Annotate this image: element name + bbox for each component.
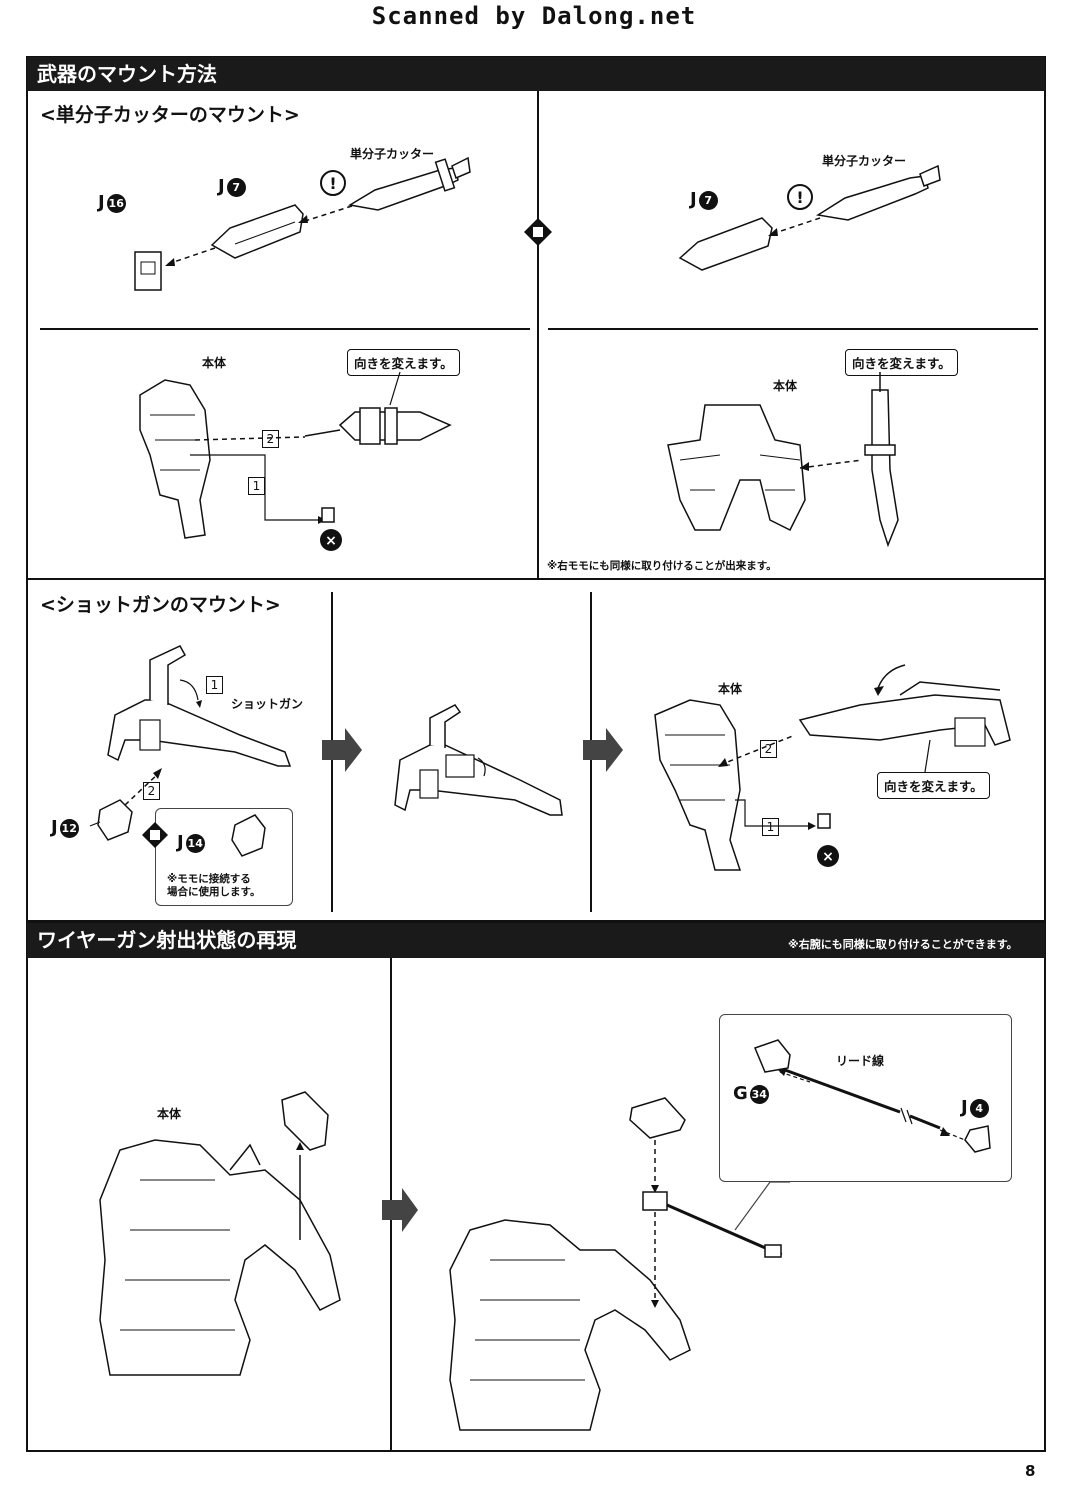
rotate-callout: 向きを変えます。 [347,349,460,376]
rotate-callout: 向きを変えます。 [845,349,958,376]
body-label: 本体 [202,356,227,370]
rotate-callout: 向きを変えます。 [877,772,990,799]
part-number-badge: 14 [185,833,205,853]
alternate-part-box [155,808,293,906]
svg-text:×: × [822,849,834,865]
thigh-connect-note: ※モモに接続する 場合に使用します。 [167,873,261,898]
step-number-1: 1 [762,818,779,836]
body-label: 本体 [773,379,798,393]
weapon-mount-title: 武器のマウント方法 [27,57,1045,91]
svg-text:!: ! [796,188,803,207]
part-number-badge: 4 [969,1098,989,1118]
shotgun-mount-heading: <ショットガンのマウント> [40,594,281,616]
knife-label: 単分子カッター [822,154,907,168]
lead-wire-label: リード線 [836,1054,885,1068]
step-number-1: 1 [206,676,223,694]
body-label: 本体 [718,682,743,696]
svg-text:×: × [325,533,337,549]
part-number-badge: 7 [698,190,718,210]
part-number-badge: 16 [106,193,126,213]
divider [40,328,530,330]
right-thigh-note: ※右モモにも同様に取り付けることが出来ます。 [547,560,777,572]
svg-text:!: ! [329,174,336,193]
divider [548,328,1038,330]
part-number-badge: 7 [226,177,246,197]
step-number-2: 2 [262,430,279,448]
divider [537,91,539,578]
scanned-by-text: Scanned by Dalong.net [371,2,697,30]
body-label: 本体 [157,1107,182,1121]
divider [27,578,1045,580]
right-arm-note: ※右腕にも同様に取り付けることができます。 [788,938,1018,951]
step-number-2: 2 [143,782,160,800]
part-number-badge: 34 [749,1084,769,1104]
knife-label: 単分子カッター [350,147,435,161]
wiregun-title-bar: ワイヤーガン射出状態の再現 [27,923,1045,958]
knife-mount-heading: <単分子カッターのマウント> [40,104,300,126]
wiregun-title: ワイヤーガン射出状態の再現 [37,928,297,952]
page-number: 8 [1025,1462,1036,1480]
part-number-badge: 12 [59,818,79,838]
shotgun-label: ショットガン [231,697,304,711]
